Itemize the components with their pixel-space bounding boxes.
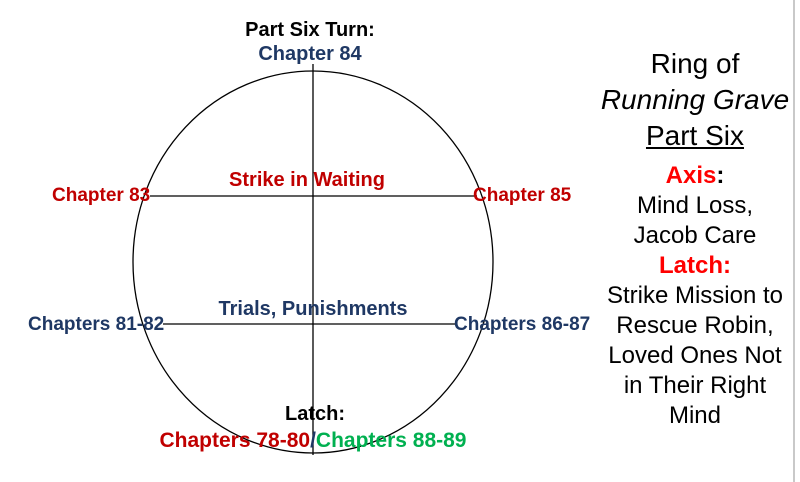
- chapters-86-87-label: Chapters 86-87: [454, 314, 591, 335]
- latch-separator-slash: /: [310, 429, 316, 452]
- panel-latch-heading: Latch:: [659, 252, 731, 279]
- chapter-84-label: Chapter 84: [258, 43, 362, 65]
- chapters-88-89-label: Chapters 88-89: [315, 429, 467, 452]
- panel-latch-desc-line3: Loved Ones Not: [608, 342, 782, 369]
- panel-axis-colon: :: [716, 162, 725, 189]
- panel-title-line2: Running Grave: [600, 84, 790, 115]
- info-panel: Ring of Running Grave Part Six Axis: Min…: [594, 46, 796, 431]
- panel-latch-desc-line2: Rescue Robin,: [616, 312, 774, 339]
- panel-axis-word: Axis: [665, 162, 717, 189]
- panel-axis-heading: Axis:: [594, 161, 796, 191]
- panel-axis-desc-line1: Mind Loss,: [636, 192, 754, 219]
- chapters-78-80-label: Chapters 78-80: [159, 429, 311, 452]
- chapter-83-label: Chapter 83: [52, 185, 151, 206]
- slide-edge-line: [793, 0, 795, 482]
- part-six-turn-label: Part Six Turn:: [245, 19, 375, 41]
- panel-title-line1: Ring of: [650, 48, 740, 79]
- chapter-85-label: Chapter 85: [473, 185, 572, 206]
- trials-punishments-label: Trials, Punishments: [218, 298, 408, 320]
- panel-latch-desc-line5: Mind: [668, 402, 722, 429]
- panel-axis-desc-line2: Jacob Care: [633, 222, 757, 249]
- panel-latch-desc-line4: in Their Right: [623, 372, 767, 399]
- chapters-81-82-label: Chapters 81-82: [28, 314, 165, 335]
- panel-title-line3: Part Six: [645, 120, 745, 151]
- latch-label: Latch:: [285, 403, 345, 425]
- panel-latch-desc-line1: Strike Mission to: [606, 282, 784, 309]
- strike-in-waiting-label: Strike in Waiting: [229, 169, 385, 191]
- latch-chapters-line: Chapters 78-80/Chapters 88-89: [160, 429, 467, 453]
